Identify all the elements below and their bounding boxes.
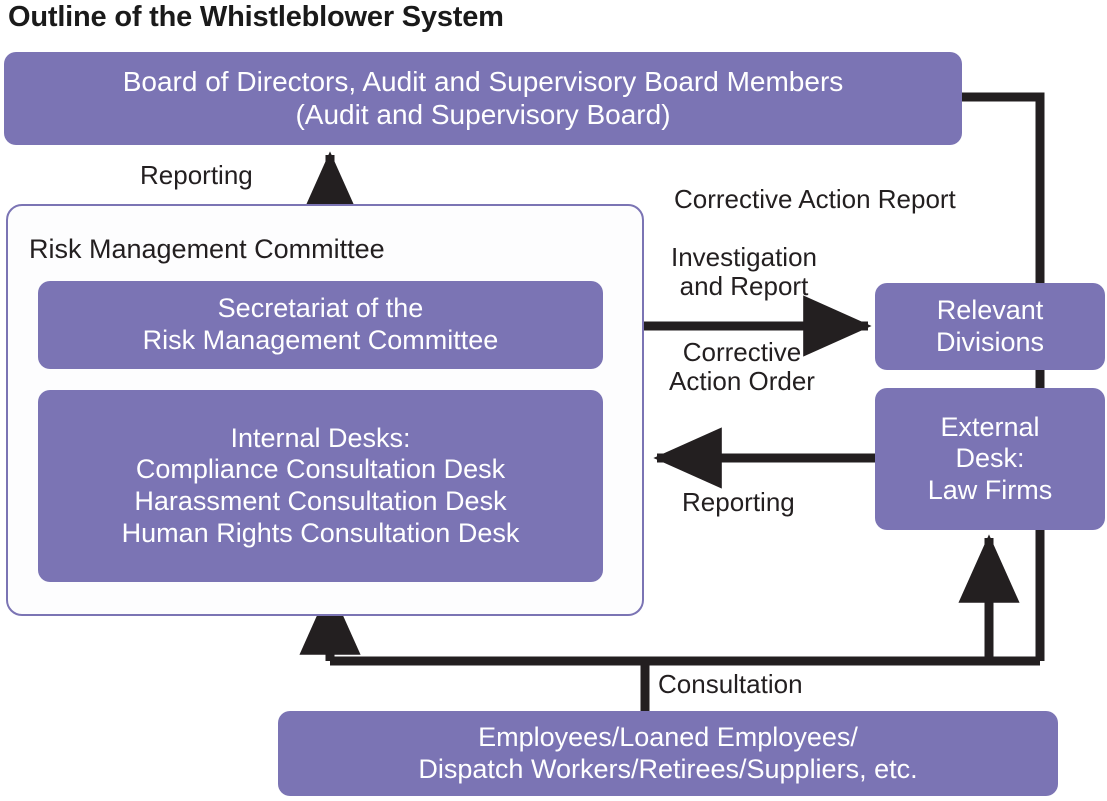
edge-label-reporting-to-board: Reporting [140,160,253,190]
edge-label-reporting-from-external: Reporting [682,487,795,517]
page-title: Outline of the Whistleblower System [8,1,504,33]
node-relevant-divisions[interactable]: Relevant Divisions [875,283,1105,370]
edge-label-corrective-action-order: Corrective Action Order [669,337,815,397]
node-employees[interactable]: Employees/Loaned Employees/ Dispatch Wor… [278,711,1058,796]
container-risk-management-committee-label: Risk Management Committee [29,234,385,264]
node-secretariat[interactable]: Secretariat of the Risk Management Commi… [38,281,603,369]
edge-label-consultation: Consultation [658,669,803,699]
edge-label-corrective-action-report: Corrective Action Report [674,184,956,214]
node-internal-desks[interactable]: Internal Desks: Compliance Consultation … [38,390,603,582]
connector-corrective-action-report [962,92,1045,661]
edge-label-investigation-and-report: Investigation and Report [671,242,817,302]
node-external-desk[interactable]: External Desk: Law Firms [875,388,1105,530]
node-board-of-directors[interactable]: Board of Directors, Audit and Supervisor… [4,52,962,145]
